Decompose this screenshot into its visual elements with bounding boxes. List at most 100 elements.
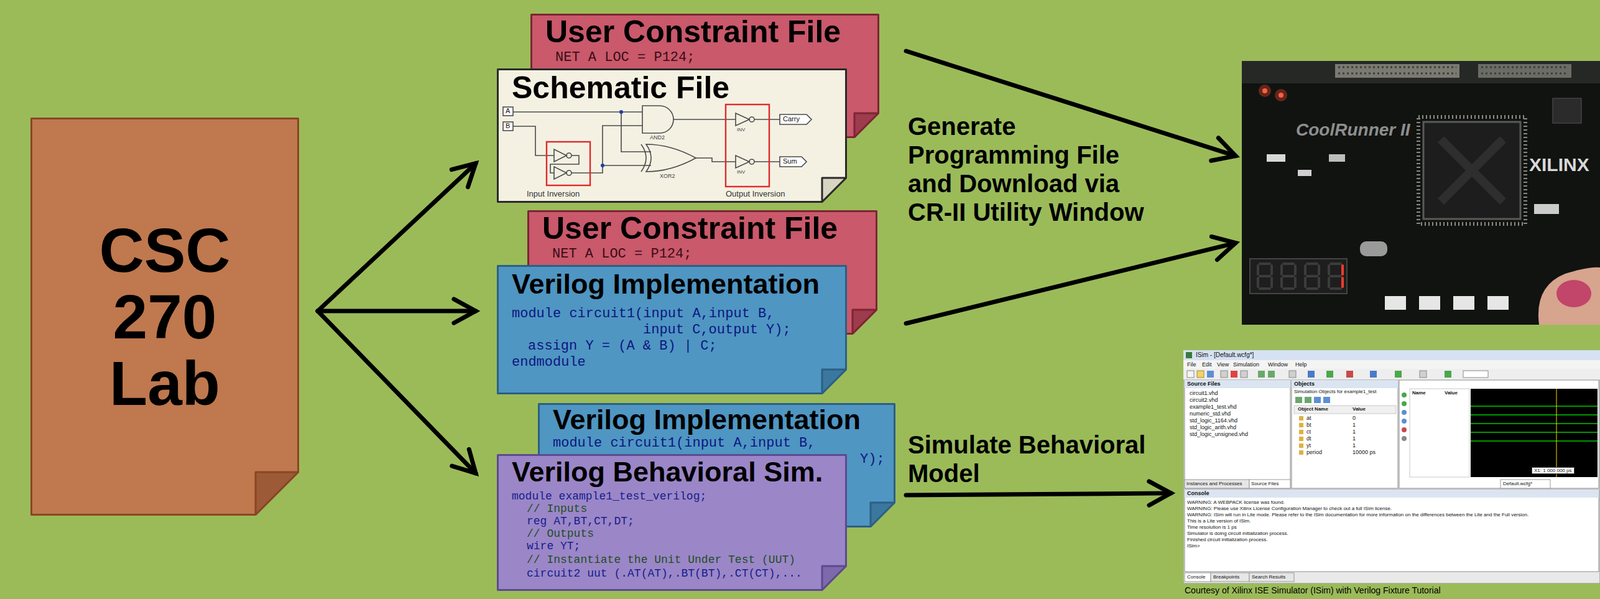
tab-label: Default.wcfg*	[1502, 480, 1533, 487]
board-logo: CoolRunner II	[1295, 120, 1411, 140]
signal-value: 1	[1352, 442, 1356, 449]
pin-label: B	[505, 121, 510, 130]
code-line: module circuit1(input A,input B,	[511, 305, 775, 322]
console-line: WARNING: ISim will run in Lite mode. Ple…	[1187, 511, 1596, 518]
file-name: numeric_std.vhd	[1189, 410, 1231, 417]
lab-page: CSC 270 Lab	[30, 117, 300, 516]
signal-value: 0	[1352, 414, 1356, 421]
connector-line	[906, 50, 1236, 157]
file-name: example1_test.vhd	[1189, 403, 1237, 410]
isim-screenshot: ISim - [Default.wcfg*]FileEditViewSimula…	[1183, 350, 1600, 584]
arrow-head	[1149, 481, 1171, 505]
connector-line	[906, 493, 1171, 495]
panel-header: Console	[1187, 490, 1210, 497]
connector-line	[906, 243, 1236, 324]
card-title: Verilog Implementation	[552, 404, 861, 436]
schematic-file-card: Schematic FileABAND2XOR2INVINVCarrySumIn…	[496, 68, 847, 203]
window-title: ISim - [Default.wcfg*]	[1195, 351, 1254, 359]
board-logo: XILINX	[1529, 154, 1590, 176]
arrow-head	[1211, 236, 1236, 260]
console-line: WARNING: Please use Xilinx License Confi…	[1187, 505, 1596, 512]
arrow-head	[452, 448, 476, 474]
connector-line	[317, 309, 476, 314]
tab-label: Search Results	[1251, 573, 1286, 580]
signal-name: bt	[1306, 421, 1312, 428]
card-title: Schematic File	[511, 70, 730, 106]
credit-caption: Courtesy of Xilinx ISE Simulator (ISim) …	[1184, 585, 1441, 596]
constraint-line: NET A LOC = P124;	[552, 246, 692, 262]
card-title: User Constraint File	[545, 14, 841, 50]
menu-item: View	[1216, 361, 1229, 368]
step-note: Generate Programming File and Download v…	[907, 111, 1157, 227]
arrow-head	[451, 163, 476, 188]
console-line: This is a Lite version of ISim.	[1187, 517, 1596, 524]
panel-header: Source Files	[1187, 380, 1221, 387]
code-line: module example1_test_verilog;	[511, 490, 707, 504]
column-header: Object Name	[1297, 406, 1329, 412]
code-line: circuit2 uut (.AT(AT),.BT(BT),.CT(CT),..…	[526, 567, 803, 581]
file-name: circuit2.vhd	[1189, 396, 1219, 403]
pin-label: A	[505, 106, 510, 116]
gate-label: AND2	[649, 134, 665, 141]
column-header: Value	[1444, 389, 1458, 396]
gate-label: INV	[736, 126, 745, 133]
verilog-code-card: Verilog Implementation module circuit1(in…	[496, 264, 847, 395]
code-line: reg AT,BT,CT,DT;	[526, 514, 635, 528]
constraint-line: NET A LOC = P124;	[555, 49, 695, 66]
signal-name: ct	[1306, 428, 1311, 435]
panel-header: Objects	[1294, 380, 1315, 387]
console-line: Simulator is doing circuit initializatio…	[1187, 530, 1596, 537]
gate-label: XOR2	[659, 172, 676, 180]
file-name: std_logic_1164.vhd	[1189, 417, 1238, 424]
arrow-head	[1211, 138, 1236, 162]
menu-item: Simulation	[1233, 361, 1260, 368]
tab-label: Instances and Processes	[1186, 480, 1242, 487]
code-line: input C,output Y);	[642, 322, 791, 338]
card-title: Verilog Behavioral Sim.	[511, 456, 823, 488]
code-line: assign Y = (A & B) | C;	[527, 338, 717, 354]
card-title: Verilog Implementation	[511, 268, 820, 300]
signal-value: 10000 ps	[1352, 448, 1376, 456]
board-photo-drawing	[1241, 60, 1600, 325]
lab-title: CSC 270 Lab	[71, 217, 259, 417]
connector-arrow	[317, 163, 476, 311]
tab-label: Breakpoints	[1213, 573, 1240, 580]
file-name: circuit1.vhd	[1189, 389, 1219, 397]
connector-arrow	[317, 310, 476, 474]
signal-value: 1	[1352, 428, 1356, 435]
signal-name: dt	[1306, 435, 1312, 442]
behavioral-sim-card: Verilog Behavioral Sim. module example1_t…	[496, 453, 847, 591]
signal-value: 1	[1352, 435, 1356, 442]
code-comment: // Instantiate the Unit Under Test (UUT)	[526, 553, 796, 567]
code-line: endmodule	[511, 354, 586, 370]
console-line: Time resolution is 1 ps	[1187, 524, 1596, 530]
tab-label: Console	[1187, 573, 1206, 580]
console-line: WARNING: A WEBPACK license was found.	[1187, 499, 1596, 505]
file-name: std_logic_unsigned.vhd	[1189, 430, 1249, 438]
code-line: wire YT;	[526, 539, 581, 553]
panel-caption: Simulation Objects for example1_test	[1294, 388, 1377, 395]
menu-item: Help	[1295, 361, 1308, 368]
console-line: ISim>	[1187, 542, 1596, 549]
cpld-board-photo: CoolRunner II XILINX	[1241, 60, 1600, 325]
menu-item: Edit	[1202, 361, 1212, 368]
menu-item: Window	[1267, 361, 1288, 368]
connector-line	[317, 310, 476, 474]
arrow-head	[453, 299, 476, 323]
toolbar-icons	[1187, 370, 1489, 378]
signal-name: period	[1306, 448, 1323, 456]
group-label: Input Inversion	[526, 189, 580, 199]
signal-value: 1	[1352, 421, 1356, 428]
file-name: std_logic_arith.vhd	[1189, 424, 1237, 431]
tab-label: Source Files	[1251, 480, 1279, 487]
card-title: User Constraint File	[542, 211, 838, 246]
signal-name: yt	[1306, 442, 1311, 449]
column-header: Name	[1412, 389, 1426, 396]
code-comment: // Inputs	[526, 502, 588, 516]
code-line: module circuit1(input A,input B,	[552, 435, 816, 451]
menu-item: File	[1187, 361, 1197, 368]
connector-line	[317, 163, 476, 311]
code-line: Y);	[860, 451, 885, 468]
connector-arrow	[906, 236, 1236, 324]
